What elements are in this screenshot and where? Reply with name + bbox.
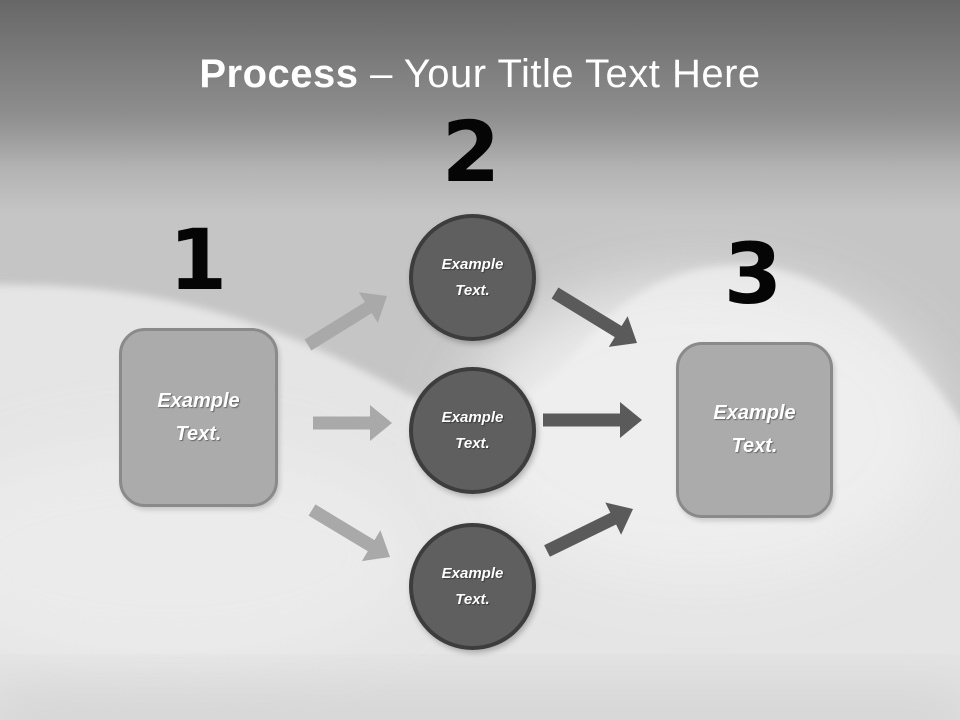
bottom-shading xyxy=(0,690,960,720)
step2-circle-bottom: Example Text. xyxy=(409,523,536,650)
step1-box-label: Example Text. xyxy=(157,389,240,445)
arrow-step1-to-circle-middle xyxy=(313,405,392,441)
arrow-step1-to-circle-top xyxy=(304,292,387,351)
step2-circle-middle: Example Text. xyxy=(409,367,536,494)
step-number-1: 1 xyxy=(168,211,228,309)
step-number-2: 2 xyxy=(441,103,501,201)
arrow-circle-top-to-step3 xyxy=(551,287,637,347)
step1-box: Example Text. xyxy=(119,328,278,507)
step3-box: Example Text. xyxy=(676,342,833,518)
step2-circle-bottom-label: Example Text. xyxy=(441,564,504,608)
hill-highlight-left xyxy=(0,445,420,665)
step-number-3: 3 xyxy=(723,225,783,323)
step3-box-label: Example Text. xyxy=(713,402,796,457)
step2-circle-top-label: Example Text. xyxy=(441,255,504,299)
arrow-circle-bottom-to-step3 xyxy=(544,502,633,557)
slide-title-rest: – Your Title Text Here xyxy=(358,52,761,96)
arrow-circle-middle-to-step3 xyxy=(543,402,642,438)
arrow-step1-to-circle-bottom xyxy=(308,504,390,562)
step2-circle-top: Example Text. xyxy=(409,214,536,341)
slide-title-emphasis: Process xyxy=(199,52,359,96)
step2-circle-middle-label: Example Text. xyxy=(441,408,504,452)
slide-title: Process – Your Title Text Here xyxy=(0,48,960,100)
